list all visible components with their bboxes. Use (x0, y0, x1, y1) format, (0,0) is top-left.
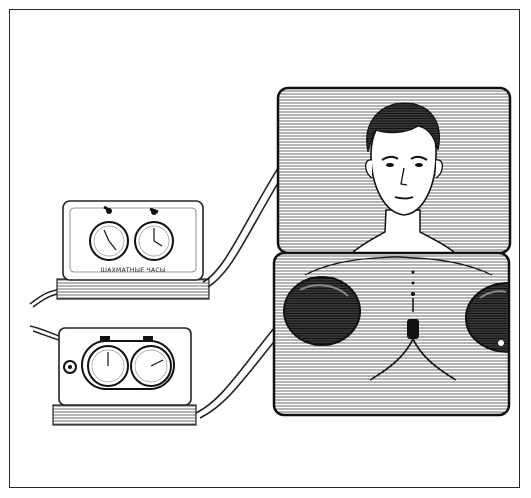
upper-device-base (57, 279, 209, 299)
lower-device-base (53, 405, 196, 425)
upper-screen-panel (278, 88, 510, 253)
upper-clock-device: ШАХМАТНЫЕ ЧАСЫ (30, 201, 209, 307)
lower-screen-panel (274, 253, 509, 415)
target-marker (407, 319, 419, 339)
device-caption: ШАХМАТНЫЕ ЧАСЫ (101, 267, 166, 274)
lower-clock-device (30, 326, 196, 425)
left-boxing-glove (284, 277, 360, 345)
